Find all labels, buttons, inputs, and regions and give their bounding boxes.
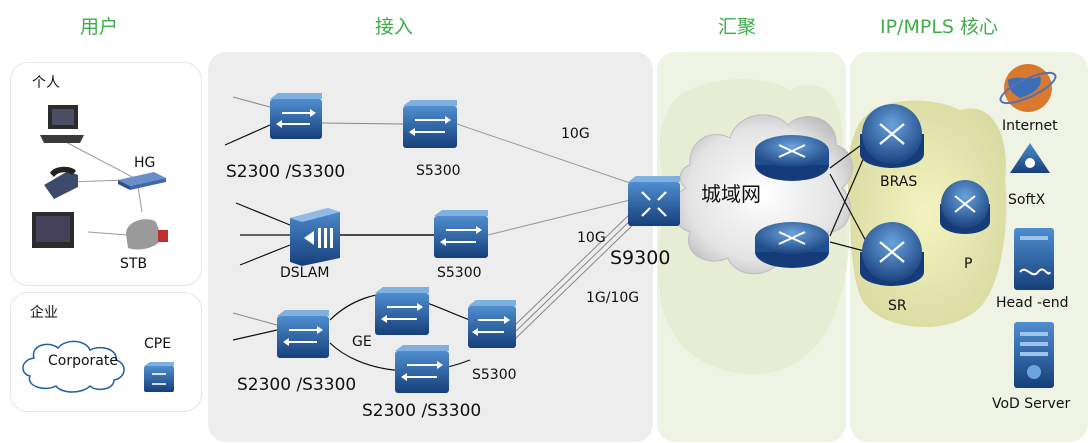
headend-label: Head -end xyxy=(996,295,1069,311)
link-1g10g-label: 1G/10G xyxy=(586,290,640,306)
internet-label: Internet xyxy=(1002,118,1058,134)
s2300-bottom-left-label: S2300 /S3300 xyxy=(237,375,357,395)
router-metro-top-icon xyxy=(755,135,829,181)
pc-icon xyxy=(40,105,84,143)
switch-s5300-mid-icon xyxy=(434,210,488,258)
cpe-icon xyxy=(144,362,174,392)
ge-label: GE xyxy=(352,334,372,350)
corporate-cloud-icon xyxy=(22,340,125,393)
core-links xyxy=(829,139,869,253)
router-bras-icon xyxy=(860,104,924,168)
s5300-top-label: S5300 xyxy=(416,163,461,179)
phone-icon xyxy=(44,166,78,199)
hg-modem-icon xyxy=(118,172,166,190)
link-10g-top-label: 10G xyxy=(561,126,590,142)
dslam-icon xyxy=(290,208,340,266)
switch-s5300-bottom-icon xyxy=(468,300,516,348)
router-p-icon xyxy=(940,180,990,234)
headend-server-icon xyxy=(1014,228,1054,290)
stb-icon xyxy=(126,219,168,250)
header-aggregation: 汇聚 xyxy=(718,16,757,38)
s5300-bottom-label: S5300 xyxy=(472,367,517,383)
enterprise-label: 企业 xyxy=(30,305,58,321)
vod-server-icon xyxy=(1014,322,1054,388)
softx-label: SoftX xyxy=(1008,192,1046,208)
dslam-label: DSLAM xyxy=(280,265,330,281)
switch-s5300-top-icon xyxy=(403,100,457,148)
header-core: IP/MPLS 核心 xyxy=(880,16,998,38)
s9300-label: S9300 xyxy=(610,247,671,269)
cpe-label: CPE xyxy=(144,336,172,352)
switch-s2300-bottom-mid-icon xyxy=(395,345,449,393)
router-sr-icon xyxy=(860,222,924,286)
tv-icon xyxy=(32,212,74,248)
s5300-mid-label: S5300 xyxy=(437,265,482,281)
softx-icon xyxy=(1010,143,1050,173)
corporate-label: Corporate xyxy=(48,353,118,369)
personal-label: 个人 xyxy=(32,75,60,91)
header-user: 用户 xyxy=(80,16,119,38)
switch-ge-icon xyxy=(375,287,429,335)
metro-network-label: 城域网 xyxy=(701,182,761,206)
switch-s2300-bottom-left-icon xyxy=(277,310,329,358)
router-metro-bottom-icon xyxy=(755,222,829,268)
s2300-bottom-mid-label: S2300 /S3300 xyxy=(362,401,482,421)
hg-label: HG xyxy=(134,155,156,171)
sr-label: SR xyxy=(888,298,907,314)
link-10g-mid-label: 10G xyxy=(577,230,606,246)
stb-label: STB xyxy=(120,256,148,272)
switch-s9300-icon xyxy=(628,176,680,226)
internet-globe-icon xyxy=(999,64,1057,112)
p-label: P xyxy=(964,256,973,272)
header-access: 接入 xyxy=(375,16,414,38)
s2300-top-label: S2300 /S3300 xyxy=(226,162,346,182)
vod-server-label: VoD Server xyxy=(992,396,1071,412)
user-links xyxy=(61,139,143,236)
bras-label: BRAS xyxy=(880,174,918,190)
user-personal-panel xyxy=(10,62,202,286)
switch-s2300-top-icon xyxy=(270,93,322,139)
